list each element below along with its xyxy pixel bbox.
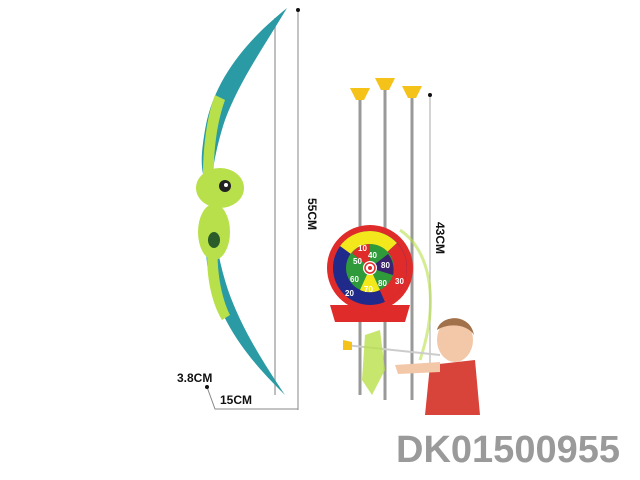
score-inner-80b: 80: [378, 279, 387, 288]
score-outer-10: 10: [358, 244, 367, 253]
bow-grip-lower: [207, 240, 230, 320]
child-archer-photo: [343, 228, 480, 415]
score-outer-20: 20: [345, 289, 354, 298]
arrow: [402, 86, 422, 400]
width-dimension-line: [206, 386, 298, 410]
tip-width-label: 15CM: [220, 393, 252, 407]
score-inner-60: 60: [350, 275, 359, 284]
grip-width-label: 3.8CM: [177, 371, 212, 385]
score-inner-50: 50: [353, 257, 362, 266]
bow-height-label: 55CM: [305, 198, 319, 230]
score-outer-30: 30: [395, 277, 404, 286]
score-inner-70: 70: [364, 285, 373, 294]
score-inner-40: 40: [368, 251, 377, 260]
arrow-length-label: 43CM: [433, 222, 447, 254]
product-code: DK01500955: [396, 429, 620, 471]
dartboard-target: 10 30 20 50 40 80 80 70 60: [327, 225, 413, 322]
score-inner-80a: 80: [381, 261, 390, 270]
